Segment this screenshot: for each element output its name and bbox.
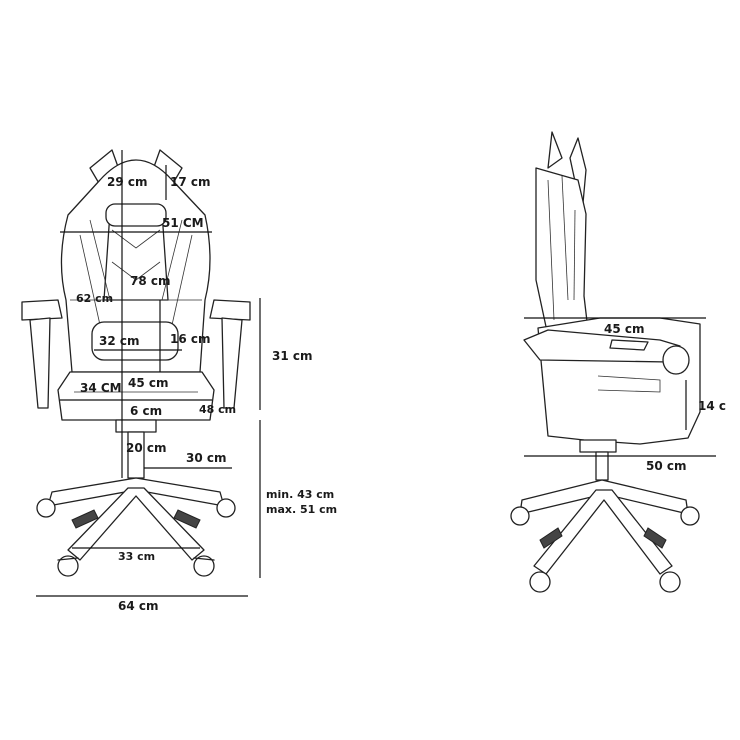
gas-lift-label: 20 cm — [126, 441, 167, 455]
seat-thickness-label: 6 cm — [130, 404, 162, 418]
side-view-chair — [510, 131, 701, 593]
lumbar-height-label: 16 cm — [170, 332, 211, 346]
headrest-width-label: 29 cm — [107, 175, 148, 189]
armrest-height-label: 31 cm — [272, 349, 313, 363]
front-view-chair — [21, 149, 251, 577]
side-armrest-pad-label: 14 c — [698, 399, 726, 413]
seat-height-max-label: max. 51 cm — [266, 503, 337, 516]
headrest-height-label: 17 cm — [170, 175, 211, 189]
backrest-width-label: 51 CM — [162, 216, 204, 230]
lumbar-width-label: 32 cm — [99, 334, 140, 348]
backrest-height-label: 78 cm — [130, 274, 171, 288]
seat-depth-left-label: 34 CM — [80, 381, 122, 395]
seat-right-label: 48 cm — [199, 403, 236, 416]
side-depth-label: 50 cm — [646, 459, 687, 473]
wheel-span-label: 33 cm — [118, 550, 155, 563]
side-armrest-length-label: 45 cm — [604, 322, 645, 336]
base-height-label: 30 cm — [186, 451, 227, 465]
front-dimension-lines — [36, 150, 261, 597]
base-width-label: 64 cm — [118, 599, 159, 613]
seat-width-label: 45 cm — [128, 376, 169, 390]
side-dimension-lines — [524, 317, 716, 457]
seat-height-min-label: min. 43 cm — [266, 488, 334, 501]
side-width-label: 62 cm — [76, 292, 113, 305]
